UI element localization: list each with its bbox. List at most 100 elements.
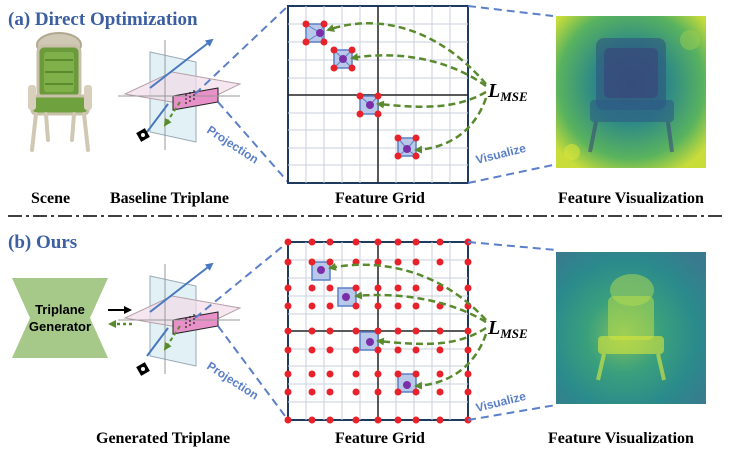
grid-sample-point — [374, 238, 382, 246]
grid-sample-point — [284, 302, 292, 310]
grid-sample-point — [436, 370, 444, 378]
visualize-label-top: Visualize — [474, 141, 527, 167]
grid-sample-point — [464, 327, 472, 335]
grid-sample-point — [284, 416, 292, 424]
grid-sample-point — [308, 258, 316, 266]
grid-sample-point — [284, 346, 292, 354]
caption-baseline-triplane: Baseline Triplane — [110, 190, 229, 207]
grid-sample-point — [308, 416, 316, 424]
grid-sample-point — [436, 416, 444, 424]
grid-sample-point — [436, 327, 444, 335]
grid-sample-point — [326, 258, 334, 266]
grid-sample-point — [308, 388, 316, 396]
grid-sample-point — [394, 388, 402, 396]
grid-sample-point — [284, 258, 292, 266]
grid-sample-point — [412, 416, 420, 424]
feature-visualization-top — [556, 16, 706, 168]
grid-sample-point — [412, 346, 420, 354]
grid-sample-point — [394, 370, 402, 378]
section-title-direct: (a) Direct Optimization — [8, 9, 198, 30]
grid-sample-point — [326, 302, 334, 310]
grid-sample-point — [436, 388, 444, 396]
caption-feature-vis-top: Feature Visualization — [558, 190, 704, 207]
grid-sample-point — [412, 238, 420, 246]
grid-sample-point — [326, 370, 334, 378]
projection-label-bottom: Projection — [204, 359, 261, 403]
grid-sample-point — [326, 284, 334, 292]
grid-sample-point — [308, 370, 316, 378]
grid-sample-point — [412, 388, 420, 396]
grid-sample-point — [412, 302, 420, 310]
caption-feature-grid-bottom: Feature Grid — [335, 430, 425, 447]
caption-scene: Scene — [31, 190, 70, 207]
grid-sample-point — [412, 258, 420, 266]
loss-label-top: LMSE — [487, 80, 528, 104]
grid-sample-point — [394, 327, 402, 335]
grid-sample-point — [464, 370, 472, 378]
grid-sample-point — [464, 346, 472, 354]
triplane-generator: Triplane Generator — [12, 278, 108, 358]
loss-label-bottom: LMSE — [487, 317, 528, 341]
grid-sample-point — [284, 370, 292, 378]
grid-sample-point — [394, 284, 402, 292]
grid-sample-point — [326, 327, 334, 335]
caption-feature-vis-bottom: Feature Visualization — [548, 430, 694, 447]
grid-sample-point — [464, 284, 472, 292]
grid-sample-point — [284, 388, 292, 396]
grid-sample-point — [284, 327, 292, 335]
grid-sample-point — [412, 370, 420, 378]
feature-grid-top — [287, 5, 469, 184]
grid-sample-point — [412, 284, 420, 292]
grid-sample-point — [352, 416, 360, 424]
generator-label-line2: Generator — [29, 319, 91, 334]
grid-sample-point — [352, 370, 360, 378]
grid-sample-point — [308, 346, 316, 354]
generated-triplane — [118, 262, 242, 376]
baseline-triplane — [118, 38, 242, 150]
grid-sample-point — [374, 327, 382, 335]
section-title-ours: (b) Ours — [8, 232, 77, 253]
grid-sample-point — [308, 302, 316, 310]
grid-sample-point — [352, 388, 360, 396]
grid-sample-point — [326, 416, 334, 424]
grid-sample-point — [436, 238, 444, 246]
grid-sample-point — [284, 238, 292, 246]
grid-sample-point — [374, 284, 382, 292]
grid-sample-point — [352, 302, 360, 310]
projection-label-top: Projection — [204, 123, 261, 167]
grid-sample-point — [394, 258, 402, 266]
feature-visualization-bottom — [556, 252, 706, 404]
grid-sample-point — [436, 258, 444, 266]
chair-image — [28, 32, 92, 152]
grid-sample-point — [352, 284, 360, 292]
caption-generated-triplane: Generated Triplane — [96, 430, 230, 447]
grid-sample-point — [308, 238, 316, 246]
grid-sample-point — [308, 327, 316, 335]
grid-sample-point — [326, 238, 334, 246]
grid-sample-point — [284, 284, 292, 292]
grid-sample-point — [326, 388, 334, 396]
grid-sample-point — [464, 258, 472, 266]
grid-sample-point — [374, 370, 382, 378]
grid-sample-point — [374, 302, 382, 310]
grid-sample-point — [394, 238, 402, 246]
caption-feature-grid-top: Feature Grid — [335, 190, 425, 207]
grid-sample-point — [394, 346, 402, 354]
grid-sample-point — [394, 416, 402, 424]
grid-sample-point — [412, 327, 420, 335]
grid-sample-point — [352, 346, 360, 354]
grid-sample-point — [436, 346, 444, 354]
grid-sample-point — [374, 388, 382, 396]
grid-sample-point — [394, 302, 402, 310]
grid-sample-point — [352, 327, 360, 335]
grid-sample-point — [464, 388, 472, 396]
grid-sample-point — [326, 346, 334, 354]
generator-label-line1: Triplane — [35, 302, 85, 317]
grid-sample-point — [374, 416, 382, 424]
grid-sample-point — [308, 284, 316, 292]
feature-grid-bottom — [284, 238, 472, 424]
grid-sample-point — [374, 346, 382, 354]
grid-sample-point — [374, 258, 382, 266]
grid-sample-point — [352, 238, 360, 246]
